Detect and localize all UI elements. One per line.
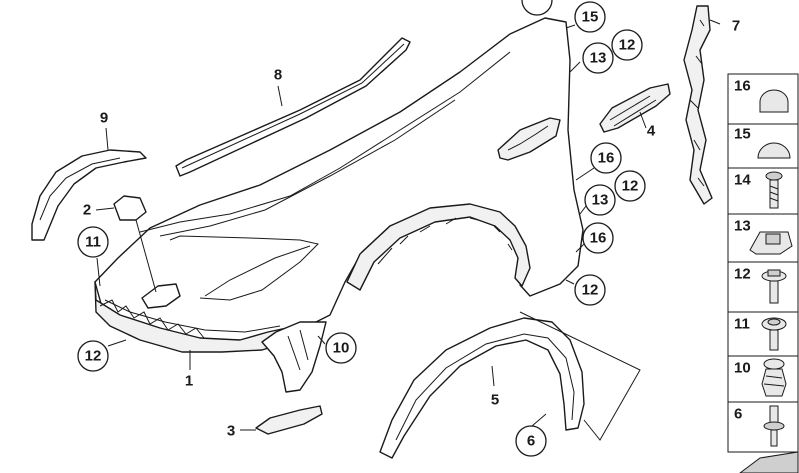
svg-text:10: 10 [734,360,751,377]
svg-text:10: 10 [333,340,350,357]
svg-text:11: 11 [734,316,750,333]
fender-part [94,17,584,393]
svg-text:16: 16 [598,150,615,167]
callout-cut-top [521,0,553,16]
svg-text:13: 13 [734,218,751,235]
svg-text:16: 16 [734,78,751,95]
moulding-strip-part [175,37,411,177]
svg-text:6: 6 [527,433,535,450]
legend-cell-12 [727,261,799,313]
callout-12-mid: 12 [614,170,646,202]
callout-6-bottom: 6 [515,425,547,457]
svg-text:14: 14 [734,172,751,189]
svg-text:16: 16 [590,230,607,247]
clip-nut-icon [749,231,793,255]
callout-11-left: 11 [77,226,109,258]
arch-liner-part [31,149,147,241]
label-5: 5 [491,392,499,409]
callout-12-left: 12 [77,340,109,372]
legend-cell-14 [727,167,799,215]
callout-16-low: 16 [582,222,614,254]
wheel-arch-trim-part [379,311,641,459]
svg-text:12: 12 [85,348,102,365]
svg-text:13: 13 [592,192,609,209]
cap-icon [759,89,789,113]
flange-bolt-icon [761,269,787,304]
svg-text:11: 11 [85,234,101,251]
label-4: 4 [647,123,656,140]
svg-text:13: 13 [590,50,607,67]
callout-12-low: 12 [574,274,606,306]
svg-text:12: 12 [734,266,751,283]
callout-15-top: 15 [574,1,606,33]
side-marker-part [599,83,671,133]
svg-text:12: 12 [619,37,636,54]
svg-text:15: 15 [582,9,599,26]
seal-strip-part [683,5,713,205]
expanding-screw-icon [761,358,787,397]
svg-text:6: 6 [734,406,742,423]
svg-text:12: 12 [622,178,639,195]
screw-icon [765,171,783,209]
legend-cell-15 [727,123,799,169]
label-1: 1 [185,373,193,390]
leader-lines [95,19,721,431]
callout-10: 10 [325,332,357,364]
label-8: 8 [274,67,282,84]
corner-swatch [739,451,799,473]
callout-16-mid: 16 [590,142,622,174]
rivet-icon [763,405,785,447]
callout-12-top: 12 [611,29,643,61]
reflector-part [255,405,323,435]
label-3: 3 [227,423,235,440]
fuel-flap-part [113,195,147,221]
callout-13-mid: 13 [584,184,616,216]
legend-cell-11 [727,311,799,357]
washer-screw-icon [761,317,787,351]
hardware-legend: 16 15 14 13 12 11 [727,73,799,473]
dome-cap-icon [757,142,791,159]
legend-cell-6 [727,401,799,453]
callout-13-top: 13 [582,42,614,74]
label-9: 9 [100,110,108,127]
label-2: 2 [83,202,91,219]
svg-text:12: 12 [582,282,599,299]
label-7: 7 [732,18,740,35]
svg-text:15: 15 [734,126,751,143]
